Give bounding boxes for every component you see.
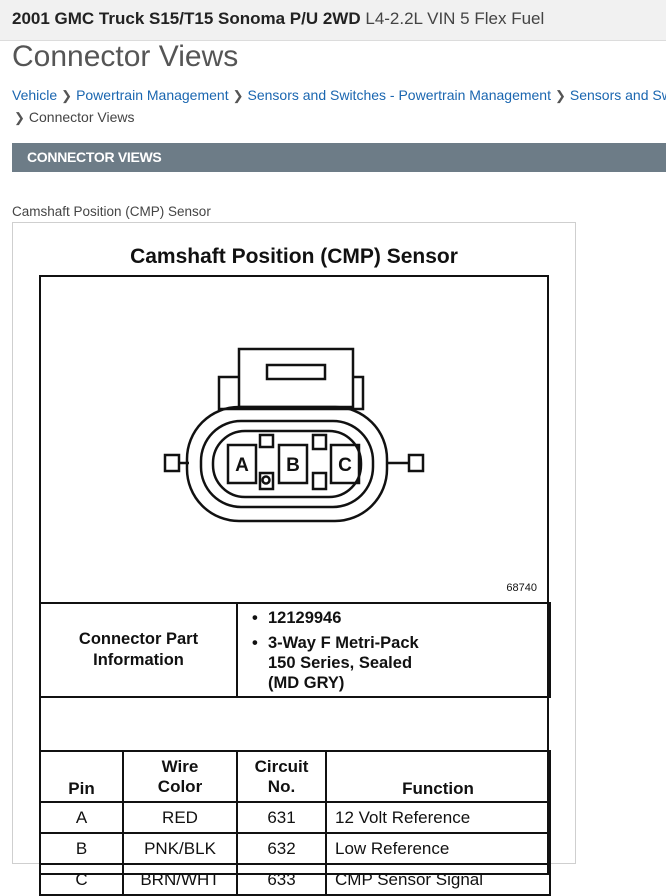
connector-description: 3-Way F Metri-Pack 150 Series, Sealed (M… [250, 633, 549, 693]
pin-label-b: B [286, 455, 300, 476]
pin-label-a: A [235, 455, 249, 476]
chevron-right-icon: ❯ [61, 88, 73, 103]
section-header-bar[interactable]: CONNECTOR VIEWS [12, 143, 666, 172]
connector-seal [211, 429, 363, 499]
col-header-circuit: Circuit No. [236, 750, 327, 803]
connector-info-details: 12129946 3-Way F Metri-Pack 150 Series, … [236, 602, 551, 698]
breadcrumb-link-sensors-switches[interactable]: Sensors and Switches - Powertrain Manage… [247, 87, 551, 103]
cell-wire-color: BRN/WHT [122, 863, 238, 896]
chevron-right-icon: ❯ [232, 88, 244, 103]
cell-function: 12 Volt Reference [325, 801, 551, 834]
connector-info-table: Connector Part Information 12129946 3-Wa… [39, 602, 551, 698]
diagram-title: Camshaft Position (CMP) Sensor [130, 245, 458, 268]
pin-cavity-b [277, 443, 309, 485]
breadcrumb-link-powertrain[interactable]: Powertrain Management [76, 87, 229, 103]
cell-function: CMP Sensor Signal [325, 863, 551, 896]
section-header-label: CONNECTOR VIEWS [27, 149, 162, 165]
cell-pin: B [39, 832, 124, 865]
key-bottom-left [258, 471, 275, 491]
pin-function-table: Pin Wire Color Circuit No. Function A RE… [39, 750, 551, 896]
key-top-left [258, 433, 275, 449]
ear-right [407, 453, 425, 473]
figure-caption: Camshaft Position (CMP) Sensor [12, 204, 211, 219]
pin-cavity-a [226, 443, 258, 485]
locking-tab-slot [265, 363, 327, 381]
cell-wire-color: PNK/BLK [122, 832, 238, 865]
pin-label-c: C [338, 455, 352, 476]
vehicle-engine: L4-2.2L VIN 5 Flex Fuel [365, 9, 545, 28]
key-bottom-right [311, 471, 328, 491]
col-header-wire-color: Wire Color [122, 750, 238, 803]
connector-drawing: A B C [163, 347, 425, 523]
page-title: Connector Views [12, 40, 239, 73]
breadcrumb-link-vehicle[interactable]: Vehicle [12, 87, 58, 103]
diagram-frame: A B C 68740 Connector Part Information 1… [39, 275, 551, 896]
table-row: B PNK/BLK 632 Low Reference [39, 832, 551, 865]
vehicle-header-bar: 2001 GMC Truck S15/T15 Sonoma P/U 2WD L4… [0, 0, 666, 41]
key-top-right [311, 433, 328, 451]
table-row: A RED 631 12 Volt Reference [39, 801, 551, 834]
cell-circuit: 631 [236, 801, 327, 834]
connector-body-inner [199, 419, 375, 509]
cell-circuit: 632 [236, 832, 327, 865]
vehicle-title: 2001 GMC Truck S15/T15 Sonoma P/U 2WD L4… [12, 9, 544, 29]
connector-figure[interactable]: Camshaft Position (CMP) Sensor [12, 222, 576, 896]
cell-pin: A [39, 801, 124, 834]
col-header-function: Function [325, 750, 551, 803]
pin-cavity-c [329, 443, 361, 485]
figure-number: 68740 [506, 582, 537, 594]
breadcrumb-current: Connector Views [28, 109, 135, 125]
vehicle-title-main: 2001 GMC Truck S15/T15 Sonoma P/U 2WD [12, 9, 361, 28]
part-number: 12129946 [250, 608, 549, 628]
chevron-right-icon: ❯ [14, 110, 25, 125]
cell-circuit: 633 [236, 863, 327, 896]
cell-pin: C [39, 863, 124, 896]
chevron-right-icon: ❯ [554, 88, 566, 103]
connector-info-label: Connector Part Information [39, 602, 238, 698]
breadcrumb: Vehicle❯Powertrain Management❯Sensors an… [12, 86, 666, 130]
breadcrumb-link-sensors[interactable]: Sensors and Sw [569, 87, 666, 103]
tab-shoulder [217, 375, 365, 411]
col-header-pin: Pin [39, 750, 124, 803]
ear-left [163, 453, 181, 473]
cell-function: Low Reference [325, 832, 551, 865]
table-row: C BRN/WHT 633 CMP Sensor Signal [39, 863, 551, 896]
cell-wire-color: RED [122, 801, 238, 834]
